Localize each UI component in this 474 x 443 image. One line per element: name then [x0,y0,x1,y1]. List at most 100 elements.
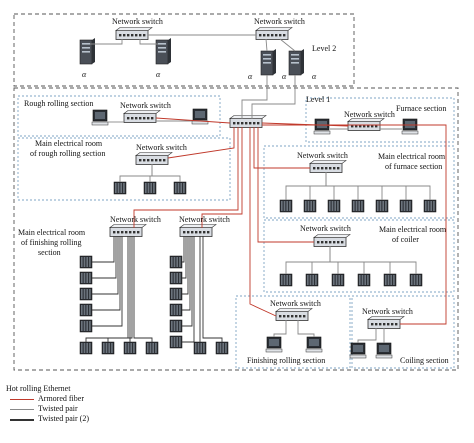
rough-rolling-section-label: Rough rolling section [24,99,94,108]
link-plc-finishing [182,236,187,279]
legend-label-twisted-pair-2: Twisted pair (2) [38,414,89,423]
link-plc-finishing [182,236,185,263]
plc-rack-icon [279,273,293,287]
link-plc-finishing [92,236,117,279]
plc-rack-icon [79,271,93,285]
switch-label-finishing-section: Network switch [270,299,321,308]
plc-rack-icon [169,287,183,301]
link-plc-finishing [182,236,189,295]
network-switch-icon [313,234,351,247]
plc-rack-icon [375,199,389,213]
plc-rack-icon [169,303,183,317]
plc-rack-icon [79,255,93,269]
plc-rack-icon [123,341,137,355]
legend: Hot rolling Ethernet Armored fiber Twist… [6,384,206,424]
link-plc-finishing [92,236,115,263]
legend-swatch-twisted-pair-2 [10,419,34,421]
main-room-rough-line2: of rough rolling section [30,149,106,158]
plc-rack-icon [79,319,93,333]
switch-label-finishing-2: Network switch [179,215,230,224]
server-icon [79,38,95,65]
workstation-icon [349,342,367,359]
link-core-server [251,75,296,119]
link-plc-finishing [202,236,223,342]
main-room-finishing-line2: of finishing rolling [21,238,82,247]
alpha-label-5: α [312,72,317,81]
link-l2-server [265,38,268,52]
plc-rack-icon [79,303,93,317]
switch-label-furnace: Network switch [344,110,395,119]
workstation-icon [305,336,323,353]
alpha-label-1: α [82,70,87,79]
switch-label-rough: Network switch [120,101,171,110]
link-plc-finishing [92,236,119,295]
link-plc-finishing [182,236,191,311]
network-switch-icon [347,118,385,131]
network-switch-icon [135,152,173,165]
switch-label-coiler-main: Network switch [300,224,351,233]
switch-label-finishing-1: Network switch [110,215,161,224]
workstation-icon [265,336,283,353]
level2-boundary [13,13,355,87]
link-plc-finishing [85,236,129,342]
plc-rack-icon [169,319,183,333]
link-plc [329,246,417,274]
main-room-rough-box [17,137,231,201]
plc-rack-icon [145,341,159,355]
link-finishing-pc [297,320,315,337]
legend-item-twisted-pair: Twisted pair [6,404,206,414]
switch-label-l2-left: Network switch [112,17,163,26]
fiber-rough-main [167,127,235,159]
link-plc [119,164,153,182]
fiber-furnace-main [253,127,310,169]
switch-label-furnace-main: Network switch [297,151,348,160]
legend-label-twisted-pair: Twisted pair [38,404,78,413]
switch-label-rough-main: Network switch [136,143,187,152]
link-core-server [241,75,268,119]
fiber-furnace [261,122,349,127]
legend-item-twisted-pair-2: Twisted pair (2) [6,414,206,424]
network-switch-icon [255,27,293,40]
workstation-icon [401,118,419,135]
link-plc [285,246,331,274]
plc-rack-icon [101,341,115,355]
level1-boundary [13,87,459,371]
fiber-coiling-section [262,124,447,325]
link-plc [311,246,331,274]
workstation-icon [313,118,331,135]
link-l2-server [90,39,123,45]
main-room-coiler-line2: of coiler [392,235,419,244]
legend-label-armored-fiber: Armored fiber [38,394,84,403]
plc-rack-icon [113,181,127,195]
link-coiling-pc [357,328,377,343]
plc-rack-icon [79,287,93,301]
plc-rack-icon [331,273,345,287]
legend-item-armored-fiber: Armored fiber [6,394,206,404]
plc-rack-icon [169,255,183,269]
main-room-furnace-line2: of furnace section [385,162,443,171]
network-switch-icon [309,160,347,173]
alpha-label-3: α [248,72,253,81]
main-room-furnace-box [263,145,455,219]
link-l2-server [279,38,296,52]
plc-rack-icon [305,273,319,287]
furnace-section-label: Furnace section [396,104,447,113]
link-plc-finishing [92,236,121,311]
legend-title: Hot rolling Ethernet [6,384,71,393]
legend-swatch-armored-fiber [10,399,34,400]
network-switch-icon [229,115,267,128]
link-plc-finishing [92,236,123,327]
link-plc-finishing [107,236,131,342]
network-switch-icon [179,224,217,237]
link-plc-finishing [129,236,133,342]
fiber-finishing-1 [133,127,239,228]
coiling-section-label: Coiling section [400,356,449,365]
switch-label-coiling: Network switch [362,307,413,316]
level1-label: Level 1 [306,95,331,104]
network-switch-icon [367,316,405,329]
link-plc [309,172,327,200]
server-icon [260,49,276,76]
link-plc [329,246,391,274]
